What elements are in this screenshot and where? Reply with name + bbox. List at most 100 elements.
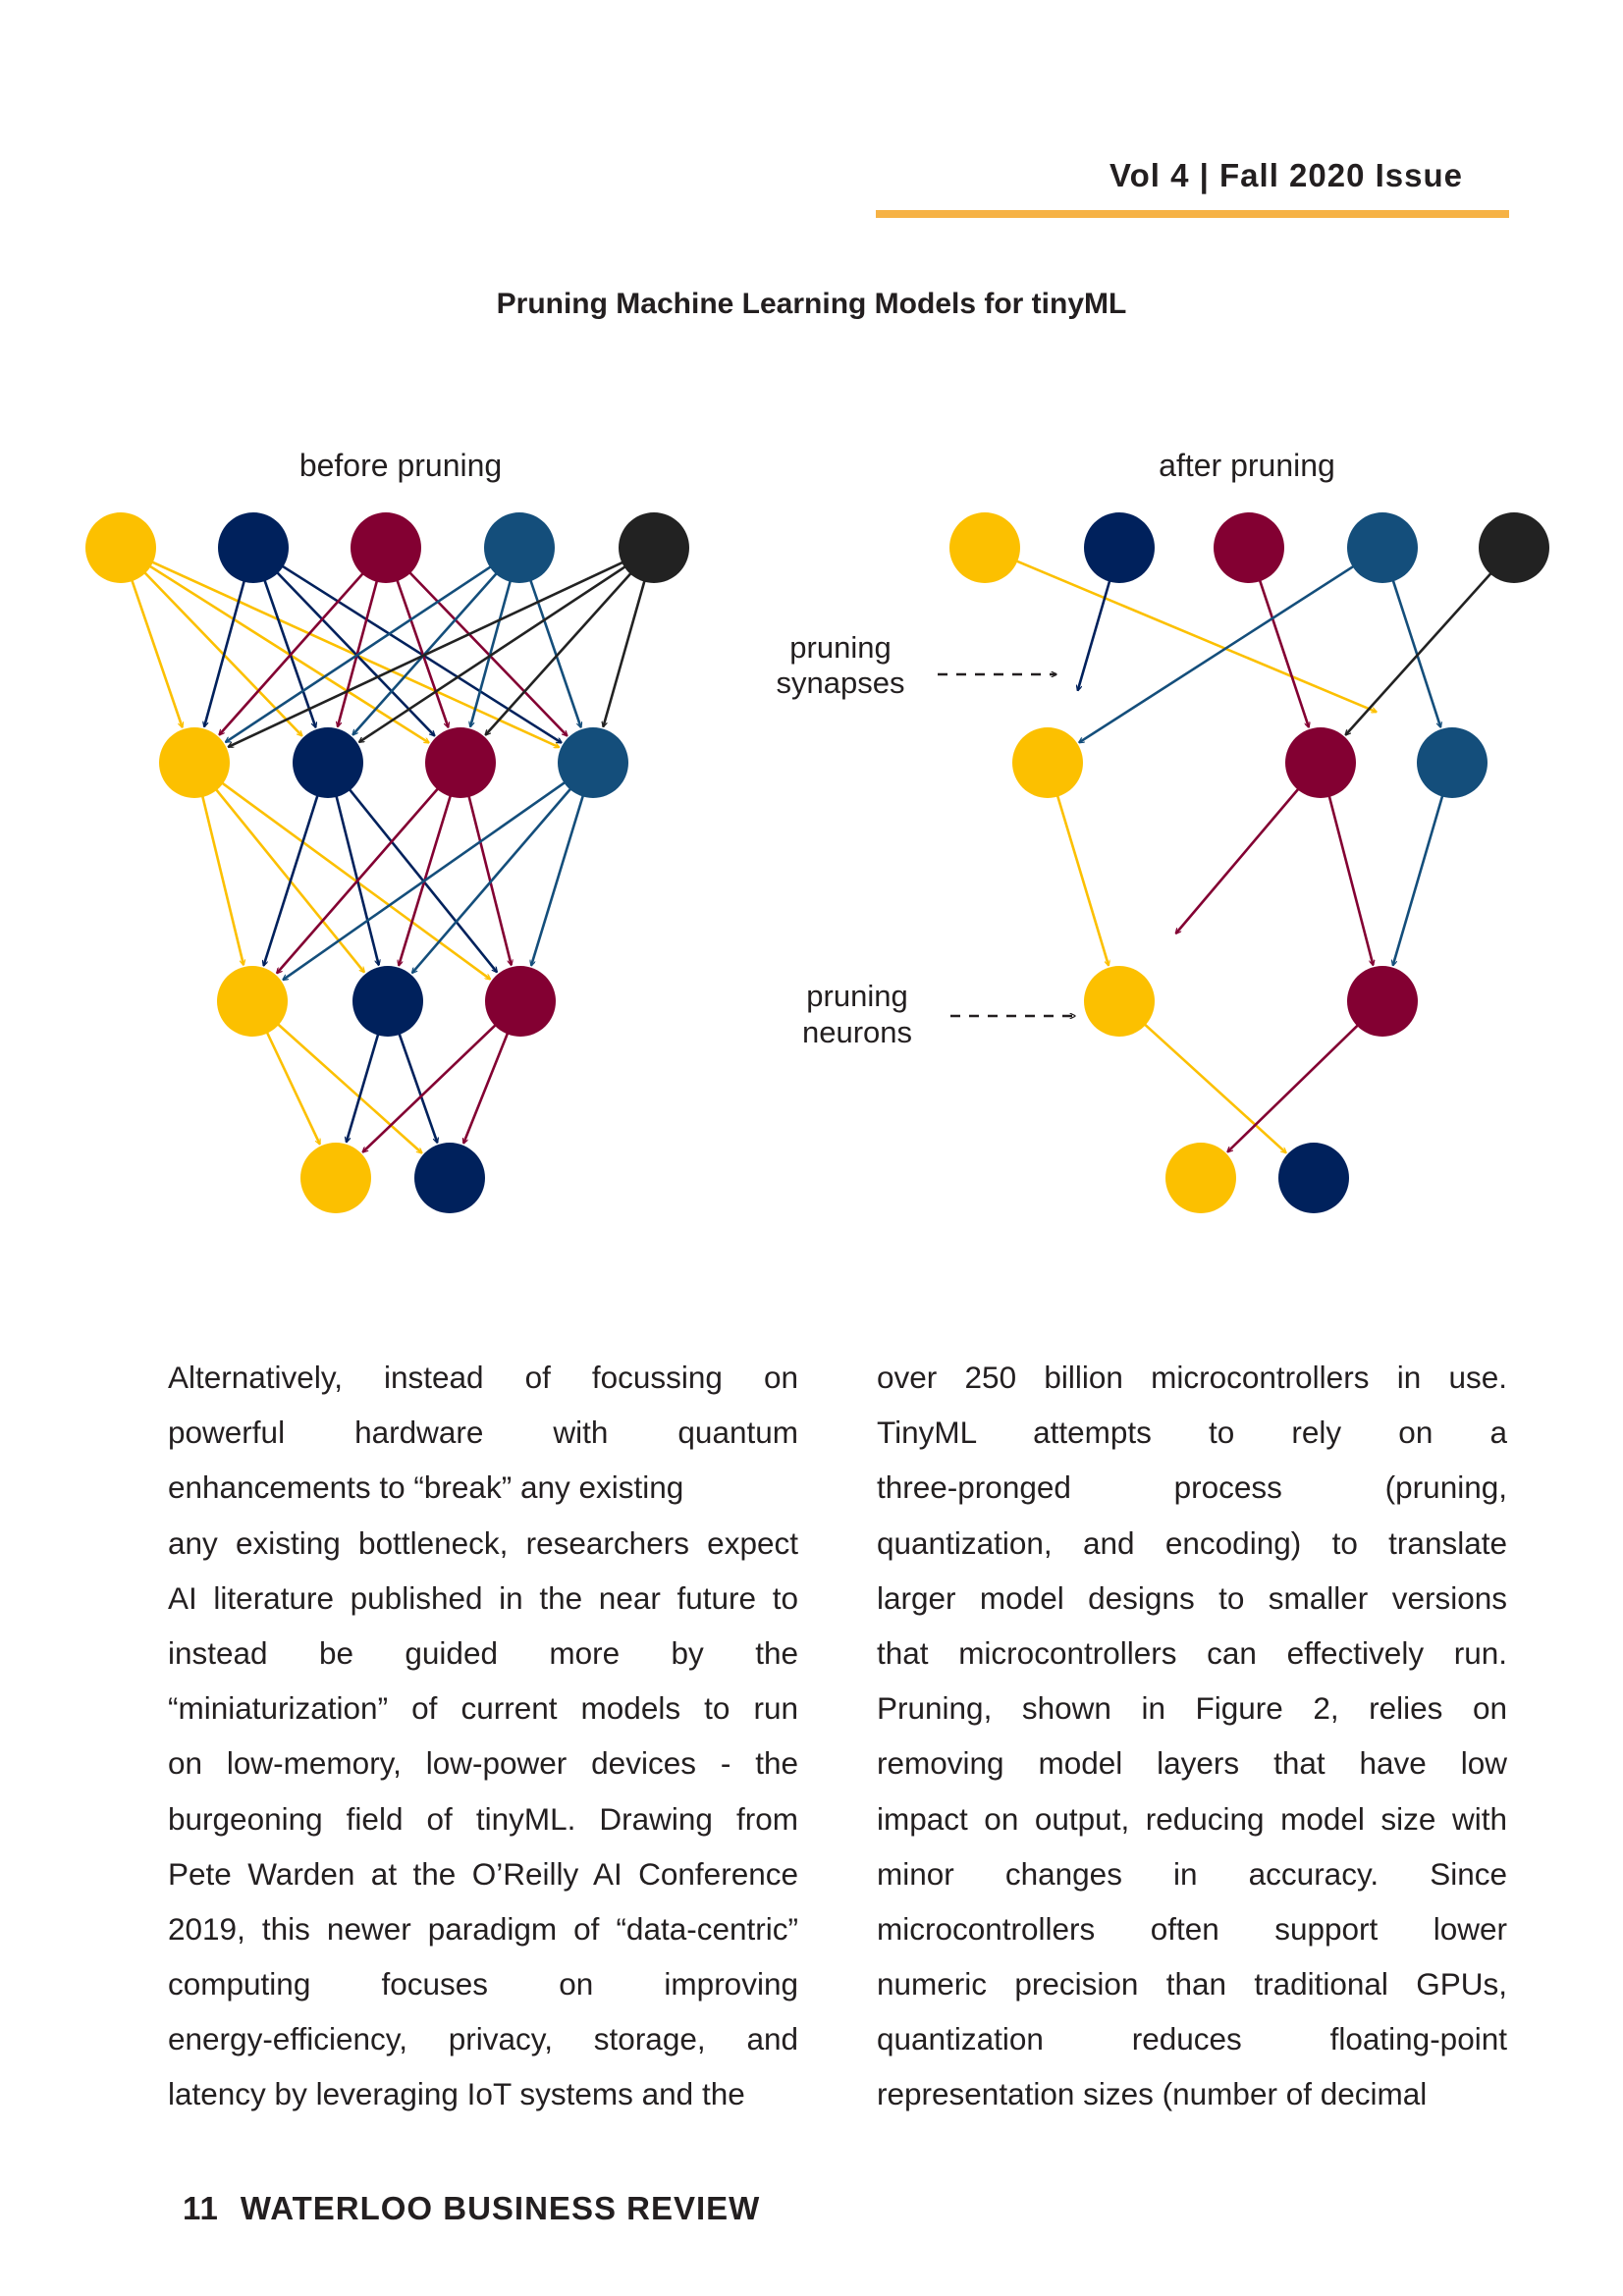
neuron-after-output — [1165, 1143, 1236, 1213]
synapse-arrow — [603, 575, 648, 727]
pruning-synapses-label-2: synapses — [777, 666, 905, 700]
pruning-neurons-label-2: neurons — [802, 1015, 912, 1049]
text-line: TinyML attempts to rely on a — [877, 1415, 1507, 1451]
synapse-arrow — [199, 790, 243, 965]
figure-title: Pruning Machine Learning Models for tiny… — [496, 288, 1127, 320]
neuron-after-input — [1214, 512, 1284, 583]
synapse-arrow — [228, 559, 628, 749]
synapse-arrow — [1326, 790, 1374, 965]
text-line: energy-efficiency, privacy, storage, and — [168, 2021, 798, 2057]
text-line: minor changes in accuracy. Since — [877, 1855, 1507, 1892]
pruning-diagram: before pruning after pruning pruning syn… — [85, 448, 1549, 1213]
page-footer: 11 WATERLOO BUSINESS REVIEW — [183, 2190, 760, 2227]
neuron-before-input — [351, 512, 421, 583]
synapse-arrow — [345, 784, 497, 972]
pruning-neurons-label-1: pruning — [806, 979, 907, 1013]
neuron-before-input — [218, 512, 289, 583]
neuron-before-hidden2 — [217, 966, 288, 1037]
text-line: representation sizes (number of decimal — [877, 2076, 1428, 2112]
synapse-arrow — [466, 790, 511, 965]
synapse-arrow — [263, 1027, 321, 1145]
text-line: quantization reduces floating-point — [877, 2021, 1507, 2057]
neuron-before-hidden1 — [558, 727, 628, 798]
neuron-before-output — [414, 1143, 485, 1213]
synapse-arrow — [1393, 790, 1445, 966]
text-line: latency by leveraging IoT systems and th… — [168, 2076, 745, 2112]
synapse-arrow — [272, 567, 435, 736]
synapse-arrow — [226, 562, 496, 744]
synapse-arrow — [1227, 1020, 1363, 1152]
synapse-arrow — [531, 790, 586, 966]
neuron-after-input — [1347, 512, 1418, 583]
text-line: Pete Warden at the O’Reilly AI Conferenc… — [168, 1855, 798, 1892]
text-line: AI literature published in the near futu… — [168, 1579, 798, 1616]
text-line: powerful hardware with quantum — [168, 1415, 798, 1451]
synapse-arrow — [1078, 575, 1112, 691]
synapse-arrow — [219, 568, 368, 734]
synapse-arrow — [1079, 562, 1359, 744]
neuron-after-hidden2 — [1084, 966, 1155, 1037]
text-line: instead be guided more by the — [168, 1634, 798, 1671]
synapse-arrow — [470, 575, 514, 726]
text-line: that microcontrollers can effectively ru… — [877, 1634, 1507, 1671]
synapse-arrow — [405, 567, 568, 736]
synapse-arrow — [394, 574, 449, 727]
neuron-before-output — [300, 1143, 371, 1213]
neuron-before-hidden1 — [293, 727, 363, 798]
synapse-arrow — [1055, 790, 1109, 966]
after-pruning-label: after pruning — [1159, 448, 1335, 483]
text-line: enhancements to “break” any existing — [168, 1469, 684, 1506]
synapse-arrow — [204, 575, 247, 726]
synapse-arrow — [347, 1029, 381, 1143]
synapse-arrow — [334, 790, 378, 965]
article-column-right: over 250 billion microcontrollers in use… — [877, 1350, 1507, 2122]
synapse-arrow — [1011, 558, 1377, 713]
synapse-arrow — [273, 1020, 421, 1153]
synapse-arrow — [1257, 575, 1308, 726]
text-line: quantization, and encoding) to translate — [877, 1524, 1507, 1561]
neuron-after-hidden1 — [1012, 727, 1083, 798]
neuron-before-input — [619, 512, 689, 583]
text-line: numeric precision than traditional GPUs, — [877, 1966, 1507, 2002]
synapse-arrow — [359, 562, 630, 744]
text-line: on low-memory, low-power devices - the — [168, 1745, 798, 1782]
synapse-arrow — [338, 575, 380, 726]
synapse-arrow — [146, 559, 559, 749]
neuron-before-input — [85, 512, 156, 583]
header-rule — [876, 210, 1509, 218]
pruning-synapses-label-1: pruning — [789, 630, 891, 665]
neuron-after-output — [1278, 1143, 1349, 1213]
text-line: larger model designs to smaller versions — [877, 1579, 1507, 1616]
synapse-arrow — [1140, 1020, 1286, 1152]
neuron-before-hidden2 — [485, 966, 556, 1037]
publication-name: WATERLOO BUSINESS REVIEW — [240, 2190, 761, 2226]
neuron-after-input — [949, 512, 1020, 583]
synapse-arrow — [463, 1028, 512, 1144]
synapse-arrow — [1345, 568, 1495, 734]
text-line: microcontrollers often support lower — [877, 1910, 1507, 1947]
text-line: burgeoning field of tinyML. Drawing from — [168, 1800, 798, 1837]
synapse-arrow — [261, 574, 316, 727]
page-number: 11 — [183, 2190, 219, 2226]
synapse-arrow — [485, 568, 635, 734]
neuron-before-input — [484, 512, 555, 583]
text-line: any existing bottleneck, researchers exp… — [168, 1524, 798, 1561]
text-line: 2019, this newer paradigm of “data-centr… — [168, 1910, 798, 1947]
text-line: over 250 billion microcontrollers in use… — [877, 1360, 1507, 1395]
text-line: computing focuses on improving — [168, 1966, 798, 2002]
text-line: impact on output, reducing model size wi… — [877, 1800, 1507, 1837]
text-line: Pruning, shown in Figure 2, relies on — [877, 1690, 1507, 1727]
text-line: “miniaturization” of current models to r… — [168, 1690, 798, 1727]
neuron-after-input — [1479, 512, 1549, 583]
neuron-before-hidden1 — [425, 727, 496, 798]
issue-label: Vol 4 | Fall 2020 Issue — [1109, 157, 1463, 193]
neuron-before-hidden1 — [159, 727, 230, 798]
synapse-arrow — [217, 778, 490, 980]
synapse-arrow — [362, 1020, 501, 1152]
neuron-after-hidden1 — [1417, 727, 1488, 798]
text-line: three-pronged process (pruning, — [877, 1469, 1507, 1506]
synapse-arrow — [352, 568, 502, 734]
neuron-after-hidden2 — [1347, 966, 1418, 1037]
neuron-after-hidden1 — [1285, 727, 1356, 798]
